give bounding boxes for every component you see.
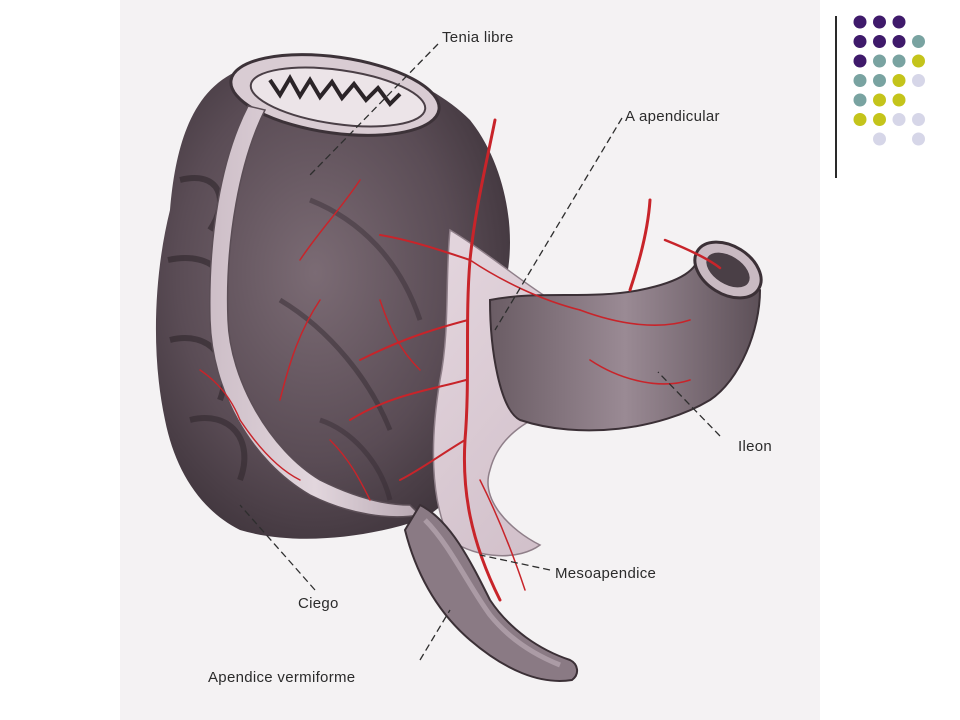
label-tenia-libre: Tenia libre bbox=[442, 29, 514, 46]
label-arteria-apendicular: A apendicular bbox=[625, 108, 720, 125]
appendicular-artery bbox=[199, 118, 722, 602]
label-mesoapendice: Mesoapendice bbox=[555, 565, 656, 582]
decorative-dot bbox=[873, 54, 886, 68]
decorative-dot bbox=[912, 35, 925, 48]
label-ciego: Ciego bbox=[298, 595, 339, 612]
decorative-dot bbox=[873, 15, 886, 29]
decorative-dot bbox=[892, 74, 906, 87]
decorative-dot bbox=[892, 35, 906, 48]
decorative-dot bbox=[912, 132, 925, 146]
cecum-open-end bbox=[229, 53, 441, 137]
decorative-dot bbox=[892, 15, 906, 29]
decorative-dot bbox=[853, 93, 867, 107]
decorative-dot bbox=[912, 113, 925, 126]
leader-lines bbox=[239, 43, 721, 661]
decorative-dot bbox=[873, 35, 886, 48]
cecum-appendix-illustration: Tenia libre A apendicular Ileon Mesoapen… bbox=[120, 0, 820, 720]
decorative-dot bbox=[912, 74, 925, 87]
slide-divider-line bbox=[835, 16, 837, 178]
decorative-dot bbox=[873, 113, 886, 126]
decorative-dot bbox=[892, 113, 906, 126]
decorative-dot bbox=[853, 113, 867, 126]
decorative-dot-grid bbox=[853, 15, 925, 146]
decorative-dot bbox=[873, 74, 886, 87]
decorative-dot bbox=[912, 54, 925, 68]
label-ileon: Ileon bbox=[738, 438, 772, 455]
decorative-dot bbox=[853, 74, 867, 87]
decorative-dot bbox=[853, 54, 867, 68]
ileum bbox=[488, 240, 763, 432]
decorative-dot bbox=[892, 93, 906, 107]
decorative-dot bbox=[873, 93, 886, 107]
decorative-dot bbox=[892, 54, 906, 68]
decorative-dot bbox=[853, 15, 867, 29]
decorative-dot bbox=[873, 132, 886, 146]
appendix bbox=[403, 503, 578, 682]
label-apendice-vermiforme: Apendice vermiforme bbox=[208, 669, 355, 686]
decorative-dot bbox=[853, 35, 867, 48]
